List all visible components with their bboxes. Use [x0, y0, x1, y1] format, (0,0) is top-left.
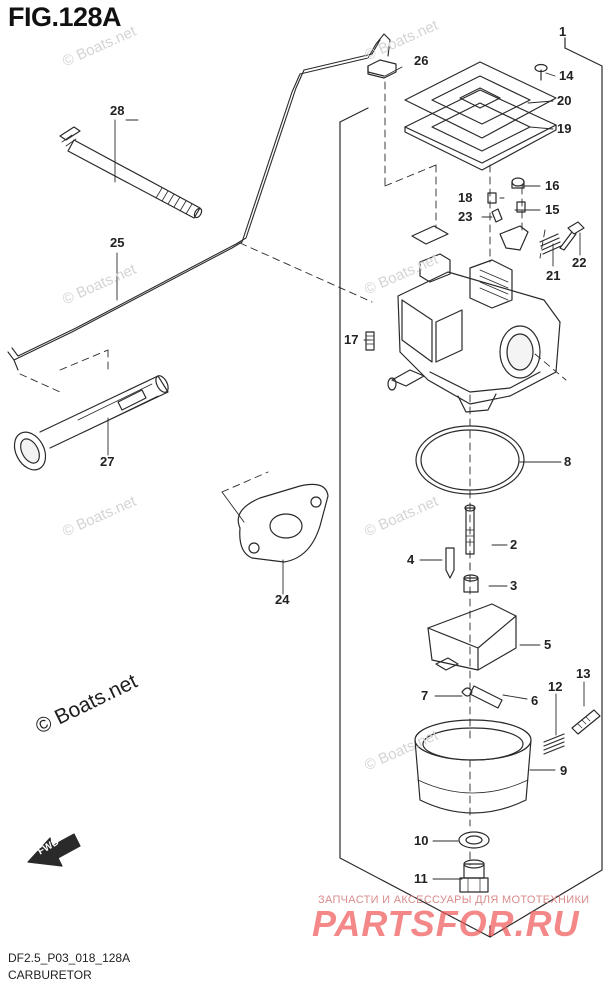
control-rod-25	[7, 33, 391, 371]
needle-valve-4	[445, 547, 455, 579]
callout-2: 2	[510, 537, 518, 552]
fwd-arrow-icon	[27, 833, 81, 867]
washer-10	[458, 831, 490, 849]
valve-seat-3	[463, 574, 479, 593]
spring-12	[543, 733, 565, 755]
choke-knob-27	[13, 349, 169, 471]
banner-logo: PARTSFOR.RU	[312, 903, 580, 944]
leader-lines	[107, 66, 585, 880]
assembly-frame	[339, 37, 603, 938]
callout-7: 7	[421, 688, 429, 703]
bolt-22	[559, 221, 585, 251]
callout-19: 19	[557, 121, 572, 136]
dashed-assembly-lines	[239, 81, 567, 866]
diagram-code: DF2.5_P03_018_128A	[8, 951, 131, 965]
callout-20: 20	[557, 93, 572, 108]
callout-8: 8	[564, 454, 572, 469]
screw-13	[571, 709, 601, 735]
fitting-15	[516, 201, 526, 213]
float-5	[427, 603, 517, 671]
callout-21: 21	[546, 268, 561, 283]
callout-6: 6	[531, 693, 539, 708]
screw-14	[534, 63, 548, 81]
float-pin-6	[469, 685, 503, 709]
callout-24: 24	[275, 592, 290, 607]
callout-26: 26	[414, 53, 429, 68]
screw-16	[511, 177, 525, 189]
callout-9: 9	[560, 763, 568, 778]
gasket-24	[221, 471, 329, 563]
long-bolt-28	[59, 126, 203, 219]
callout-3: 3	[510, 578, 518, 593]
callout-4: 4	[407, 552, 415, 567]
gasket-plate-19	[404, 89, 557, 171]
carburetor-body	[387, 225, 561, 413]
callout-23: 23	[458, 209, 473, 224]
rod-joint-26	[367, 59, 397, 79]
callout-18: 18	[458, 190, 473, 205]
figure-title: FIG.128A	[8, 2, 122, 32]
needle-jet-2	[464, 504, 476, 555]
callout-16: 16	[545, 178, 560, 193]
callout-1: 1	[559, 24, 567, 39]
callout-5: 5	[544, 637, 552, 652]
o-ring-8	[415, 425, 525, 495]
float-bowl-9	[414, 719, 532, 814]
screw-23	[491, 208, 503, 223]
callout-12: 12	[548, 679, 563, 694]
callout-14: 14	[559, 68, 574, 83]
callout-25: 25	[110, 235, 125, 250]
callout-11: 11	[414, 871, 428, 886]
callout-15: 15	[545, 202, 560, 217]
banner-tagline: ЗАПЧАСТИ И АКСЕССУАРЫ ДЛЯ МОТОТЕХНИКИ	[318, 894, 590, 906]
clip-7	[461, 687, 473, 697]
callout-17: 17	[344, 332, 359, 347]
drain-bolt-11	[459, 859, 489, 893]
diagram-caption: CARBURETOR	[8, 968, 92, 982]
callout-27: 27	[100, 454, 115, 469]
plug-18	[487, 192, 497, 204]
jet-17	[365, 331, 375, 351]
callout-28: 28	[110, 103, 125, 118]
callout-22: 22	[572, 255, 587, 270]
callout-10: 10	[414, 833, 429, 848]
callout-13: 13	[576, 666, 591, 681]
gasket-plate-20	[404, 61, 557, 139]
spring-21	[539, 233, 562, 255]
